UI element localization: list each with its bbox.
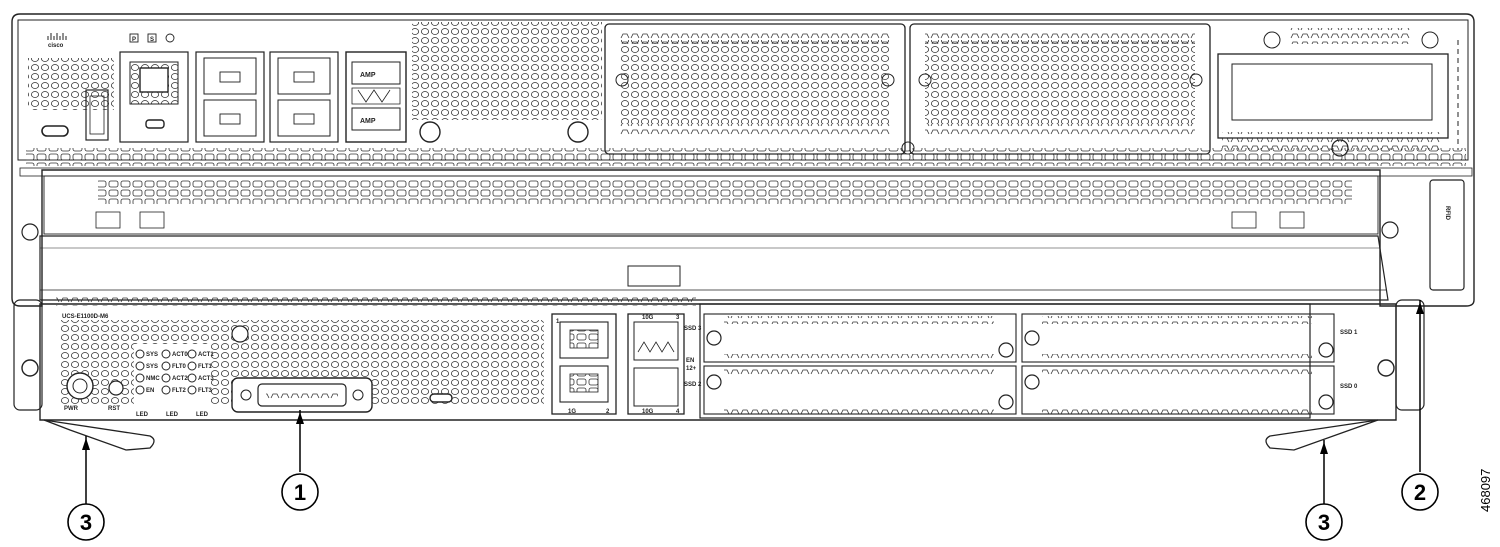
vent-grille-left	[28, 58, 114, 110]
callouts: 1 2 3 3	[67, 300, 1439, 541]
figure-id: 468097	[1478, 469, 1493, 512]
thumbscrew-left-icon	[21, 359, 39, 377]
led-label: FLT0	[172, 364, 187, 370]
callout-3-right-circle	[1305, 503, 1343, 541]
ssd-label: SSD 2	[684, 382, 702, 388]
sfp-speed-label-top: 10G	[642, 315, 654, 321]
indicator-p-label: P	[132, 37, 136, 43]
right-ear	[1395, 299, 1425, 411]
led-label: FLT2	[172, 388, 187, 394]
left-ear	[13, 299, 43, 411]
pim-slot	[1217, 28, 1459, 157]
ssd-label: SSD 3	[684, 326, 702, 332]
callout-3-right-label: 3	[1318, 510, 1330, 535]
module-model-label: UCS-E1100D-M6	[62, 314, 109, 320]
top-io-panel: cisco P S	[26, 22, 1466, 166]
indicator-p-icon	[129, 33, 139, 43]
callout-3-left-label: 3	[80, 510, 92, 535]
port-number-3: 3	[676, 315, 680, 321]
ejector-handle-left	[43, 419, 155, 451]
callout-2-circle	[1401, 473, 1439, 511]
led-label: FLT1	[198, 364, 213, 370]
internal-rail-area: RFID	[21, 175, 1465, 301]
port-number-2: 2	[606, 409, 610, 415]
micro-usb-port	[145, 119, 165, 129]
vent-strip-top	[26, 148, 1466, 166]
screw-icon	[419, 121, 441, 143]
led-column-label: LED	[196, 412, 209, 418]
callout-2-label: 2	[1414, 480, 1426, 505]
ejector-handle-right	[1265, 419, 1379, 451]
rj45-ports-top	[195, 51, 339, 143]
ssd-label: SSD 0	[1340, 384, 1358, 390]
led-label: SYS	[146, 364, 158, 370]
port-number-1: 1	[556, 319, 560, 325]
reset-button-label: RST	[108, 406, 120, 412]
callout-1-label: 1	[294, 480, 306, 505]
usb-a-port	[85, 89, 109, 141]
screw-icon	[567, 121, 589, 143]
nim-slot-right	[909, 23, 1211, 155]
led-label: ACT2	[172, 376, 188, 382]
usb-c-port-module	[429, 393, 453, 403]
led-label: ACT3	[198, 376, 214, 382]
led-column-label: LED	[166, 412, 179, 418]
sfp-10g-ports: 10G 10G 3 4 EN 12+	[627, 313, 697, 415]
indicator-s-label: S	[150, 37, 154, 43]
vhdci-connector	[231, 377, 373, 413]
led-label: SYS	[146, 352, 158, 358]
ucs-e-module: UCS-E1100D-M6 PWR RST SYS SYS NMC EN	[13, 296, 1425, 451]
power-button-label: PWR	[64, 406, 79, 412]
led-array: SYS SYS NMC EN ACT0 FLT0 ACT2 FLT2 ACT1 …	[134, 344, 214, 418]
cisco-logo: cisco	[47, 33, 67, 49]
ssd-bays: SSD 3 SSD 2 SSD 1 SSD 0	[684, 303, 1358, 419]
thumbscrew-right-icon	[1377, 359, 1395, 377]
rfid-tag: RFID	[1429, 179, 1465, 291]
indicator-s-icon	[147, 33, 157, 43]
usb-c-port	[41, 125, 69, 137]
port-speed-label-rj45: 1G	[568, 409, 576, 415]
callout-3-left-circle	[67, 503, 105, 541]
cisco-logo-text: cisco	[48, 43, 64, 49]
amp-label-top: AMP	[360, 72, 376, 79]
amp-label-bottom: AMP	[360, 118, 376, 125]
ground-icon	[165, 33, 175, 43]
reset-button	[108, 380, 124, 396]
en-label: EN	[686, 358, 694, 364]
led-label: EN	[146, 388, 154, 394]
rfid-label: RFID	[1444, 206, 1450, 221]
led-column-label: LED	[136, 412, 149, 418]
power-button	[66, 372, 94, 400]
vent-grille-center	[412, 22, 602, 120]
led-label: FLT3	[198, 388, 213, 394]
led-label: ACT1	[198, 352, 214, 358]
en-sub-label: 12+	[686, 366, 697, 372]
ssd-label: SSD 1	[1340, 330, 1358, 336]
sfp-speed-label-bottom: 10G	[642, 409, 654, 415]
led-label: ACT0	[172, 352, 188, 358]
sfp-cage-top: AMP AMP	[345, 51, 407, 143]
led-label: NMC	[146, 376, 160, 382]
port-number-4: 4	[676, 409, 680, 415]
callout-1-circle	[281, 473, 319, 511]
rj45-1g-ports: 1G 1 2	[551, 313, 617, 415]
nim-slot-left	[604, 23, 906, 155]
console-port-block	[119, 51, 189, 143]
